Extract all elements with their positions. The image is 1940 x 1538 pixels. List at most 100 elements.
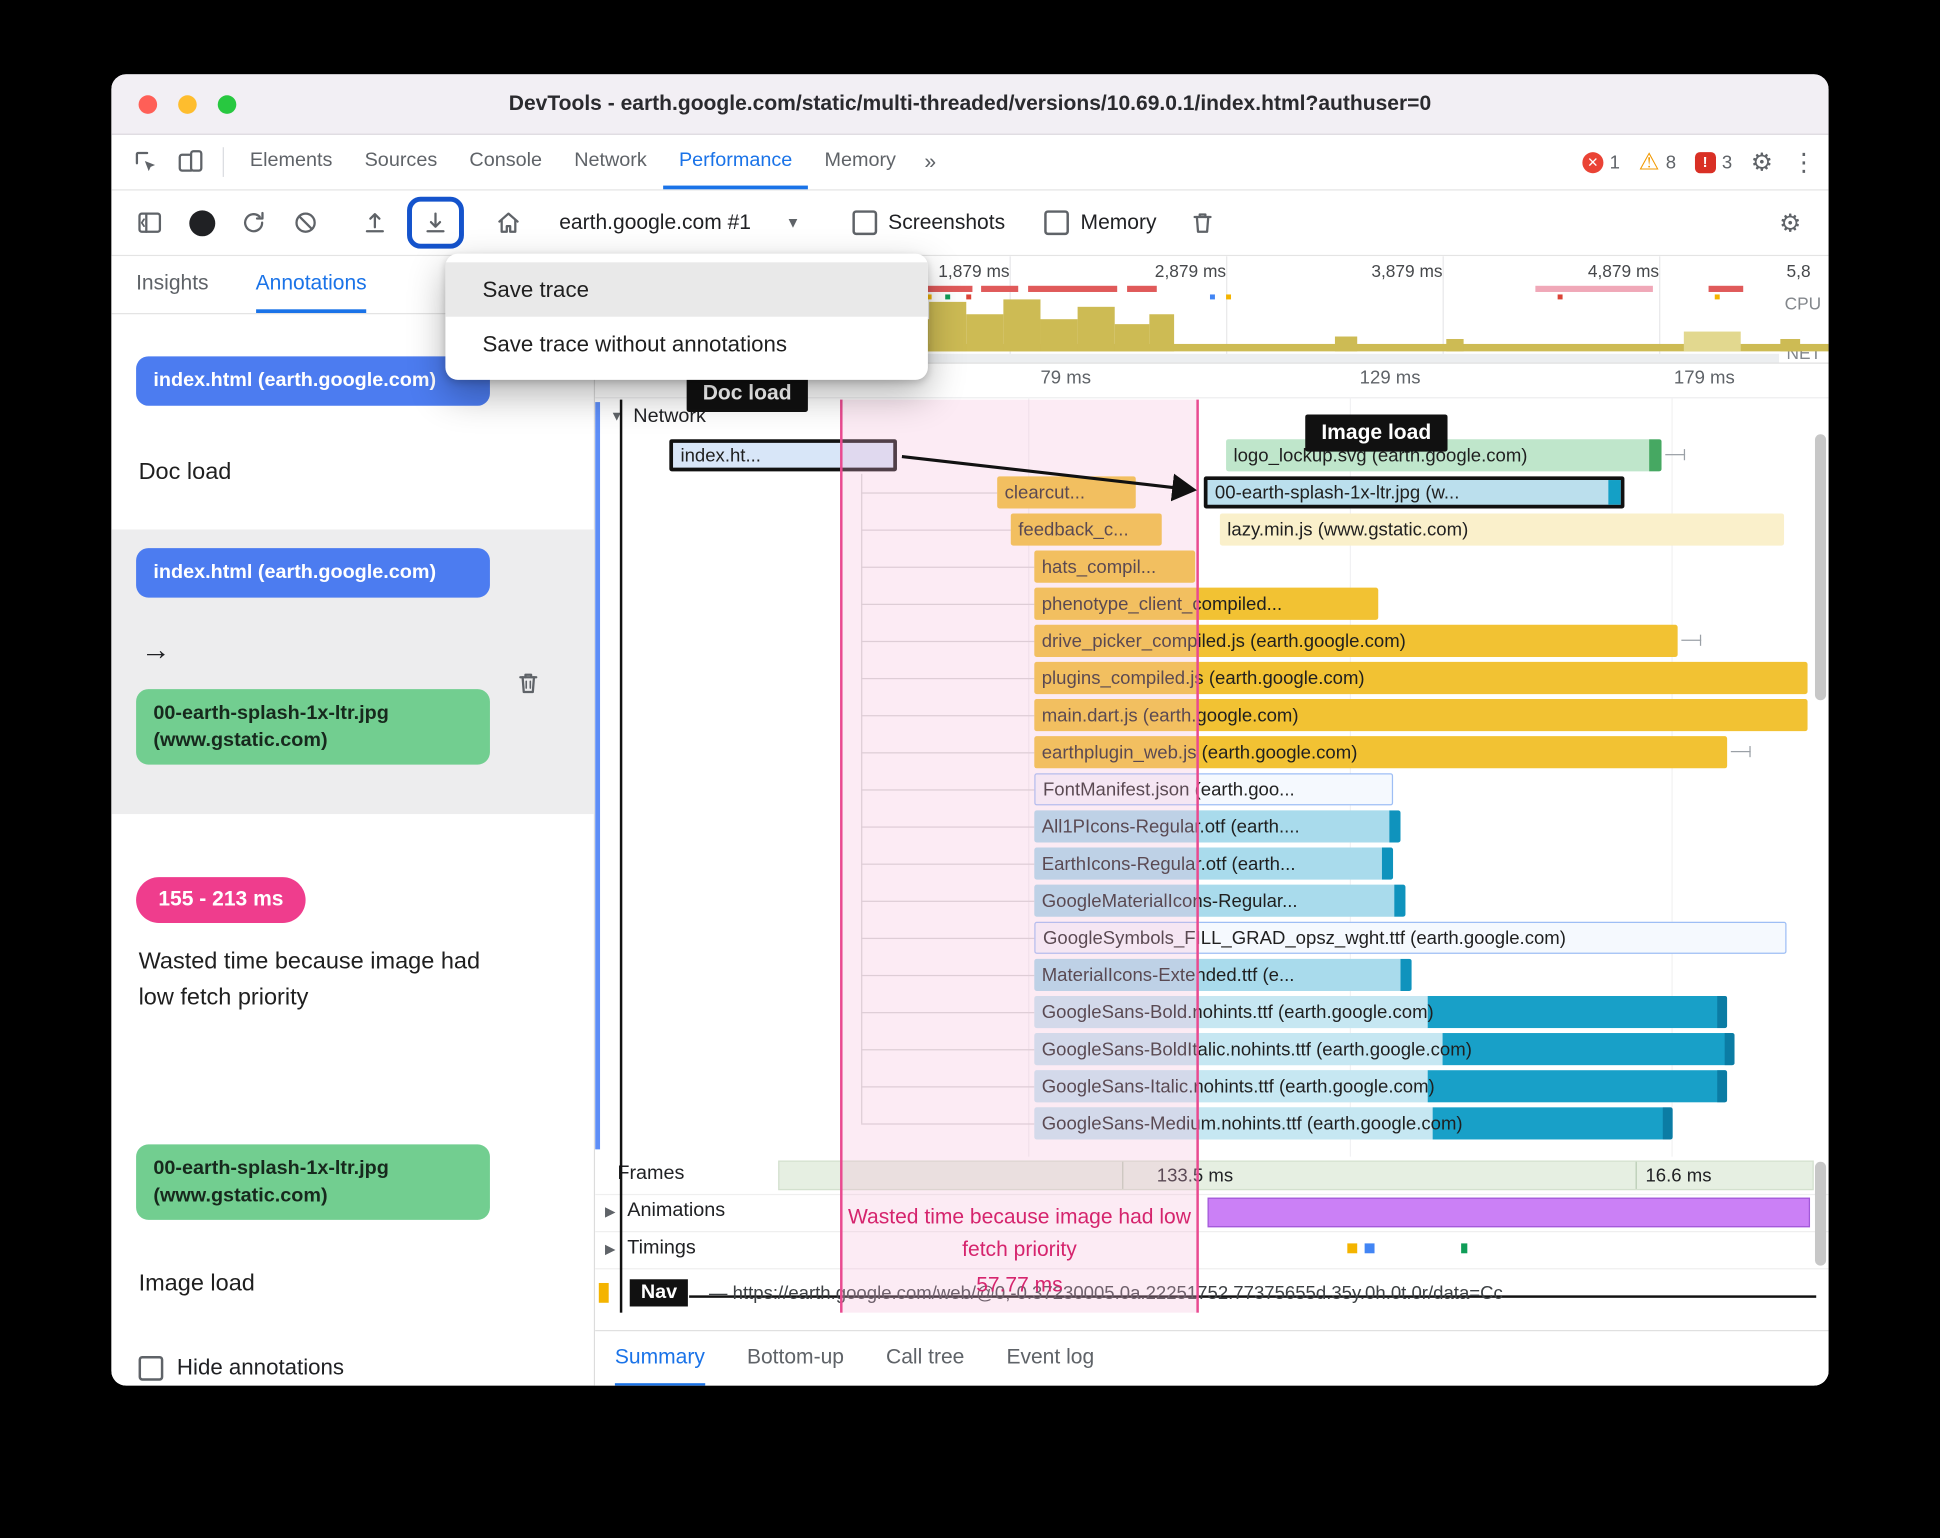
home-button[interactable] (485, 199, 532, 246)
network-request-bar[interactable]: GoogleSans-Medium.nohints.ttf (earth.goo… (1034, 1107, 1673, 1140)
tab-sources[interactable]: Sources (364, 149, 438, 171)
error-badge[interactable]: ✕ 1 (1582, 151, 1620, 173)
screenshots-label: Screenshots (888, 210, 1006, 234)
inspect-element-button[interactable] (124, 142, 169, 182)
save-trace-menu: Save trace Save trace without annotation… (445, 253, 928, 380)
window-title: DevTools - earth.google.com/static/multi… (508, 91, 1432, 116)
network-request-bar[interactable]: plugins_compiled.js (earth.google.com) (1034, 661, 1808, 695)
network-request-bar[interactable]: drive_picker_compiled.js (earth.google.c… (1034, 624, 1678, 657)
tab-bottom-up[interactable]: Bottom-up (746, 1344, 844, 1369)
tab-performance[interactable]: Performance (662, 135, 809, 190)
timeline-overview[interactable]: 1,879 ms 2,879 ms 3,879 ms 4,879 ms 5,8 … (595, 256, 1829, 364)
timings-track-label: Timings (627, 1237, 696, 1259)
devtools-content: Insights Annotations index.html (earth.g… (111, 256, 1829, 1386)
minimize-window-button[interactable] (178, 94, 197, 114)
network-request-bar[interactable]: GoogleSans-BoldItalic.nohints.ttf (earth… (1034, 1033, 1735, 1066)
wasted-time-range-label: Wasted time because image had low fetch … (847, 1205, 1191, 1261)
network-request-bar[interactable]: GoogleSans-Italic.nohints.ttf (earth.goo… (1034, 1070, 1728, 1103)
doc-load-annotation-chip[interactable]: Doc load (686, 374, 808, 412)
tab-network[interactable]: Network (574, 149, 647, 171)
tab-summary[interactable]: Summary (614, 1331, 705, 1386)
timing-marker[interactable] (1364, 1243, 1375, 1254)
capture-settings-button[interactable]: ⚙ (1767, 199, 1814, 246)
record-button[interactable] (178, 199, 225, 246)
animation-bar[interactable] (1207, 1197, 1811, 1228)
timeline-panel: 1,879 ms 2,879 ms 3,879 ms 4,879 ms 5,8 … (595, 256, 1829, 1386)
hide-annotations-checkbox[interactable]: Hide annotations (138, 1355, 344, 1381)
frames-bar[interactable]: 133.5 ms 16.6 ms (778, 1160, 1814, 1191)
image-load-annotation-chip[interactable]: Image load (1305, 414, 1448, 452)
warning-badge[interactable]: ⚠ 8 (1638, 150, 1676, 174)
toggle-device-toolbar-button[interactable] (168, 142, 213, 182)
waterfall-scrollbar[interactable] (1814, 434, 1827, 701)
animations-track-label: Animations (627, 1200, 726, 1222)
gear-icon: ⚙ (1779, 209, 1802, 237)
lower-tracks: Frames 133.5 ms 16.6 ms ▶ Animations (595, 1157, 1829, 1330)
ruler-label: 179 ms (1673, 367, 1735, 389)
toggle-sidebar-button[interactable] (126, 199, 173, 246)
annotation-pill-time-range[interactable]: 155 - 213 ms (136, 877, 306, 923)
tab-insights[interactable]: Insights (136, 270, 209, 294)
status-badges: ✕ 1 ⚠ 8 ! 3 ⚙ ⋮ (1582, 147, 1816, 178)
clear-recording-button[interactable] (282, 199, 329, 246)
network-request-bar[interactable]: main.dart.js (earth.google.com) (1034, 699, 1808, 732)
load-profile-button[interactable] (351, 199, 398, 246)
profile-select[interactable]: earth.google.com #1 ▼ (559, 210, 800, 235)
tab-annotations[interactable]: Annotations (255, 256, 367, 314)
reload-and-record-button[interactable] (230, 199, 277, 246)
network-track-accent (595, 402, 601, 1150)
expand-triangle-icon[interactable]: ▶ (604, 1205, 616, 1220)
network-request-bar[interactable]: GoogleSans-Bold.nohints.ttf (earth.googl… (1034, 995, 1728, 1029)
network-request-bar[interactable]: GoogleMaterialIcons-Regular... (1034, 884, 1406, 917)
more-tabs-chevron[interactable]: » (924, 149, 937, 174)
network-request-bar[interactable]: FontManifest.json (earth.goo... (1034, 773, 1394, 806)
annotation-pill-link-from[interactable]: index.html (earth.google.com) (136, 548, 490, 598)
annotation-label-doc-load: Doc load (138, 459, 232, 485)
timing-marker[interactable] (1347, 1243, 1358, 1254)
save-profile-button[interactable] (412, 199, 459, 246)
link-arrow-icon: → (141, 633, 171, 667)
network-request-bar[interactable]: 00-earth-splash-1x-ltr.jpg (w... (1203, 476, 1625, 509)
initiator-trunk-line (861, 473, 863, 1124)
tab-memory[interactable]: Memory (824, 149, 896, 171)
timing-marker[interactable] (1461, 1243, 1468, 1254)
network-waterfall-rows: ▼ Network index.ht...logo_lockup.svg (ea… (595, 397, 1828, 1157)
network-request-bar[interactable]: feedback_c... (1010, 513, 1162, 546)
memory-checkbox[interactable]: Memory (1044, 210, 1157, 236)
network-request-bar[interactable]: earthplugin_web.js (earth.google.com) (1034, 736, 1728, 769)
network-request-bar[interactable]: hats_compil... (1034, 550, 1196, 583)
tab-call-tree[interactable]: Call tree (886, 1344, 965, 1369)
issues-icon: ! (1694, 151, 1716, 173)
nav-chip[interactable]: Nav (629, 1279, 689, 1307)
network-request-bar[interactable]: GoogleSymbols_FILL_GRAD_opsz_wght.ttf (e… (1034, 921, 1787, 954)
tab-event-log[interactable]: Event log (1006, 1344, 1095, 1369)
network-request-bar[interactable]: EarthIcons-Regular.otf (earth... (1034, 847, 1394, 880)
menu-item-save-trace[interactable]: Save trace (445, 262, 928, 317)
settings-gear-icon[interactable]: ⚙ (1750, 149, 1773, 177)
delete-annotation-button[interactable] (515, 669, 542, 702)
checkbox-icon (852, 210, 878, 236)
annotation-pill-link-to[interactable]: 00-earth-splash-1x-ltr.jpg (www.gstatic.… (136, 689, 490, 765)
kebab-menu-icon[interactable]: ⋮ (1791, 149, 1817, 177)
screenshots-checkbox[interactable]: Screenshots (852, 210, 1006, 236)
network-request-bar[interactable]: All1PIcons-Regular.otf (earth.... (1034, 810, 1401, 843)
issues-badge[interactable]: ! 3 (1694, 151, 1732, 173)
collect-garbage-button[interactable] (1179, 199, 1226, 246)
close-window-button[interactable] (138, 94, 158, 114)
network-request-bar[interactable]: lazy.min.js (www.gstatic.com) (1219, 513, 1785, 546)
expand-triangle-icon[interactable]: ▶ (604, 1242, 616, 1257)
wasted-time-range-overlay[interactable]: Wasted time because image had low fetch … (840, 399, 1199, 1313)
tracks-scrollbar[interactable] (1814, 1161, 1827, 1266)
network-request-bar[interactable]: MaterialIcons-Extended.ttf (e... (1034, 958, 1412, 991)
traffic-lights (138, 94, 237, 114)
tab-elements[interactable]: Elements (249, 149, 333, 171)
annotation-pill-image[interactable]: 00-earth-splash-1x-ltr.jpg (www.gstatic.… (136, 1144, 490, 1221)
menu-item-save-trace-without-annotations[interactable]: Save trace without annotations (482, 330, 788, 356)
tab-console[interactable]: Console (469, 149, 543, 171)
network-request-bar[interactable]: phenotype_client_compiled... (1034, 587, 1379, 620)
maximize-window-button[interactable] (217, 94, 237, 114)
devtools-tabbar: Elements Sources Console Network Perform… (111, 135, 1829, 191)
network-request-bar[interactable]: index.ht... (669, 439, 897, 472)
annotation-pill-doc[interactable]: index.html (earth.google.com) (136, 356, 490, 406)
